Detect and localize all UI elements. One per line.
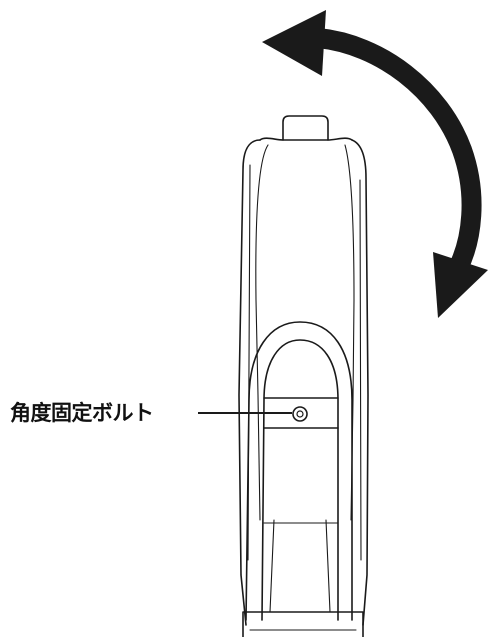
top-cap [282, 115, 329, 141]
callout-label-angle-fixing-bolt: 角度固定ボルト [10, 401, 154, 425]
rotation-arrow-icon [262, 10, 488, 318]
clamp-plate [263, 397, 339, 524]
base-foot [242, 611, 364, 638]
u-bracket [245, 321, 353, 621]
angle-fixing-bolt-icon [292, 406, 308, 422]
device-body [238, 137, 369, 626]
